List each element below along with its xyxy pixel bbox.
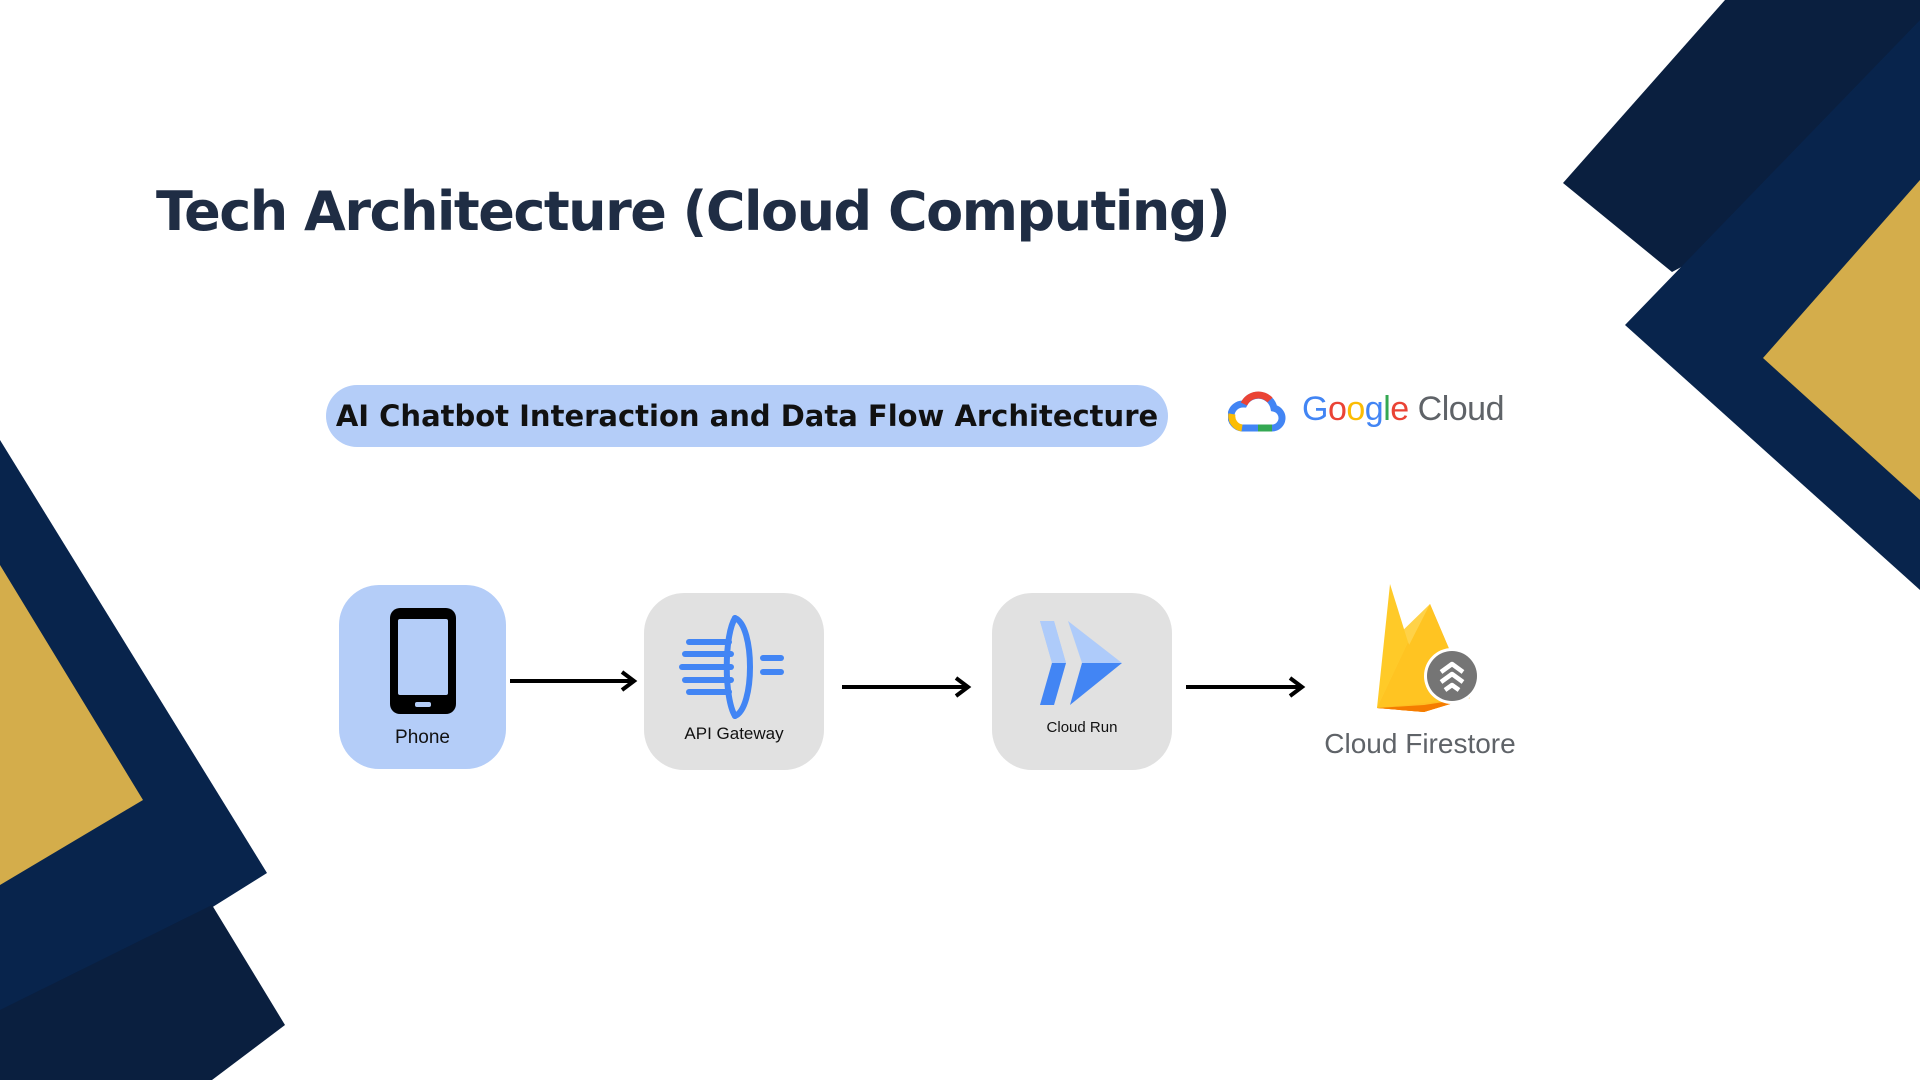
- google-cloud-wordmark: Google Cloud: [1302, 390, 1505, 429]
- brand-letter: g: [1364, 390, 1384, 428]
- gold-shape-right: [1763, 180, 1920, 500]
- navy-shape-left: [0, 440, 267, 1040]
- gold-shape-left: [0, 565, 143, 885]
- cloud-run-icon: [1040, 621, 1122, 705]
- slide-title: Tech Architecture (Cloud Computing): [156, 180, 1231, 243]
- brand-letter: l: [1383, 390, 1391, 428]
- navy-shape-right: [1625, 20, 1920, 590]
- node-api-gateway: API Gateway: [644, 593, 824, 770]
- diagram-banner: AI Chatbot Interaction and Data Flow Arc…: [326, 385, 1168, 447]
- brand-letter: G: [1302, 390, 1328, 428]
- node-label-api-gateway: API Gateway: [684, 724, 784, 743]
- edge-arrow-phone-to-api-gateway: [510, 670, 638, 692]
- firestore-icon: [1377, 584, 1480, 712]
- google-cloud-logo-icon: [1228, 391, 1286, 432]
- node-cloud-run: Cloud Run: [992, 593, 1172, 770]
- node-label-phone: Phone: [395, 727, 450, 748]
- edge-arrow-api-gateway-to-cloud-run: [842, 676, 972, 698]
- node-label-cloud-firestore: Cloud Firestore: [1324, 728, 1516, 759]
- smartphone-icon: [389, 608, 456, 714]
- edge-arrow-cloud-run-to-cloud-firestore: [1186, 676, 1306, 698]
- brand-suffix: Cloud: [1417, 390, 1505, 428]
- brand-letter: e: [1390, 390, 1409, 428]
- node-phone: Phone: [339, 585, 506, 769]
- api-gateway-icon: [679, 615, 784, 719]
- navy-shape-bottom-left: [0, 905, 285, 1080]
- brand-letter: o: [1346, 390, 1365, 428]
- node-label-cloud-run: Cloud Run: [1046, 719, 1118, 736]
- navy-shape-top-right: [1563, 0, 1920, 272]
- brand-letter: o: [1327, 390, 1347, 428]
